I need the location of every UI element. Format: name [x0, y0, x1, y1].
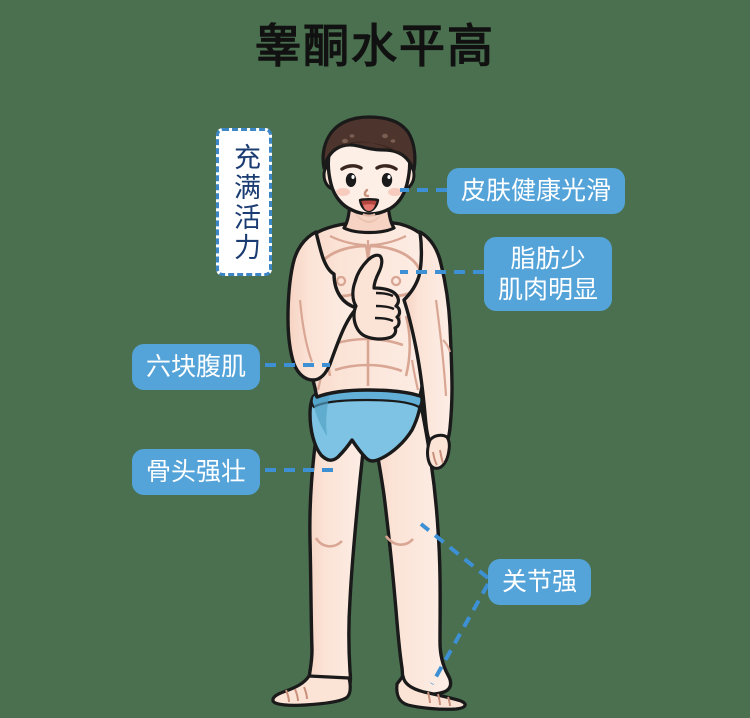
elbow-line-right	[442, 339, 451, 353]
body-group	[271, 115, 467, 711]
label-abs: 六块腹肌	[132, 344, 261, 390]
eye-right	[381, 173, 393, 187]
label-fat-muscle-line2: 肌肉明显	[498, 275, 599, 304]
nose	[363, 188, 370, 198]
toe-lines-left	[285, 686, 308, 703]
cheek-left	[336, 188, 350, 196]
underwear-shadow	[313, 390, 331, 436]
collarbone-right	[369, 235, 407, 247]
oblique-right	[410, 359, 420, 391]
eyebrow-left	[340, 164, 363, 171]
collarbone-left	[329, 235, 367, 247]
tongue	[363, 204, 375, 211]
label-joints: 关节强	[488, 559, 592, 605]
foot-right	[395, 674, 467, 711]
arm-right-crease	[434, 299, 448, 397]
neck-shadow	[350, 200, 388, 223]
knee-left	[314, 537, 343, 548]
toe-lines-right	[427, 691, 451, 707]
label-fat-muscle: 脂肪少 肌肉明显	[484, 237, 613, 311]
hair-highlights	[342, 133, 396, 144]
arm-left	[286, 230, 359, 382]
hand-right	[426, 433, 451, 470]
knee-right	[384, 535, 414, 546]
cheek-right	[388, 188, 402, 196]
eye-left	[345, 173, 357, 187]
nipple-right	[390, 275, 402, 287]
nipple-left	[335, 275, 347, 287]
hair	[321, 115, 417, 172]
finger-lines-right	[432, 449, 444, 466]
finger-lines	[374, 291, 395, 323]
foot-left	[271, 674, 352, 707]
label-bones: 骨头强壮	[132, 449, 261, 495]
eye-right-highlight	[387, 175, 391, 179]
label-skin: 皮肤健康光滑	[447, 168, 626, 214]
page-title: 睾酮水平高	[255, 19, 495, 73]
arm-left-crease	[298, 299, 314, 363]
vitality-callout-box: 充满活力	[216, 128, 272, 276]
eye-left-highlight	[351, 175, 355, 179]
label-fat-muscle-line1: 脂肪少	[510, 244, 586, 273]
eyebrow-right	[375, 164, 398, 171]
chin-line	[362, 213, 376, 217]
